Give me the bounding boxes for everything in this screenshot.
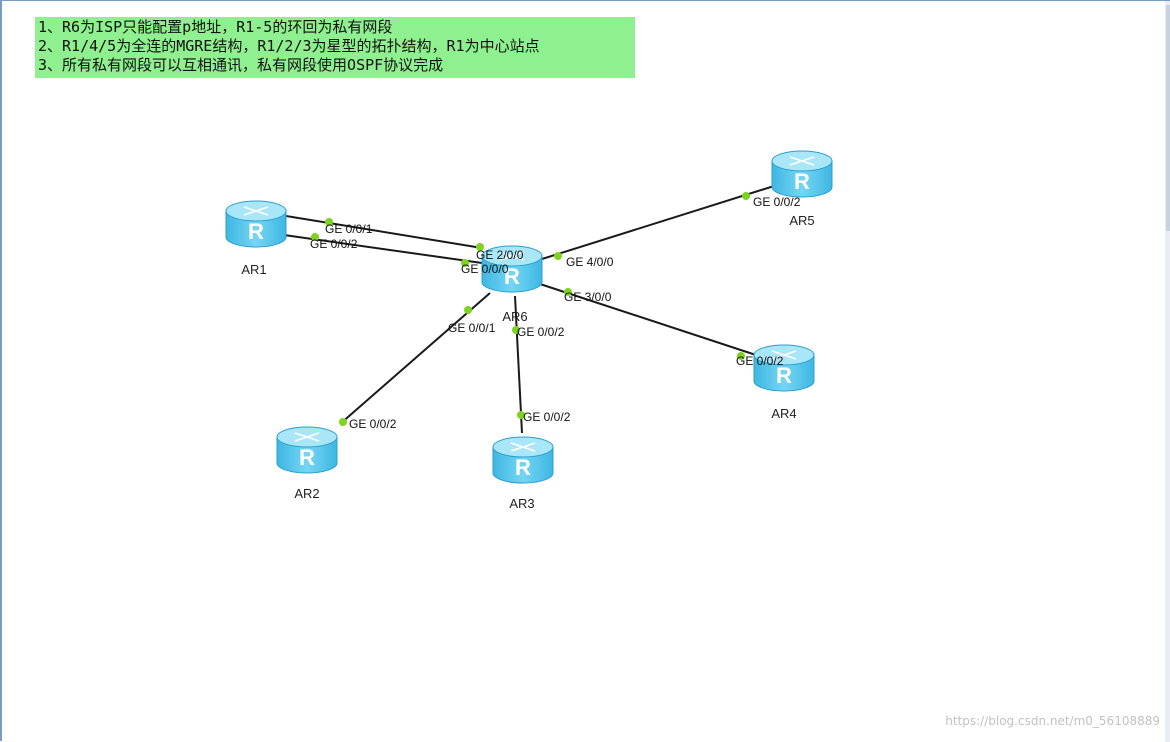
links-layer [283, 185, 775, 434]
port-label-ar6-ge300: GE 3/0/0 [564, 290, 612, 304]
router-ar3[interactable]: R AR3 [492, 436, 554, 511]
port-dot-ar6-ge001[interactable] [464, 306, 472, 314]
port-label-ar6-ge200: GE 2/0/0 [476, 248, 524, 262]
requirements-note[interactable]: 1、R6为ISP只能配置p地址，R1-5的环回为私有网段 2、R1/4/5为全连… [35, 17, 635, 78]
router-letter: R [794, 169, 810, 194]
port-dot-ar5-ge002[interactable] [742, 192, 750, 200]
link-ar3-ar6[interactable] [514, 295, 523, 434]
port-label-ar6-ge001: GE 0/0/1 [448, 321, 496, 335]
router-label-ar1: AR1 [241, 262, 266, 277]
router-label-ar4: AR4 [771, 406, 796, 421]
ports-layer: GE 0/0/1 GE 2/0/0 GE 0/0/2 GE 0/0/0 GE 0/0/2… [310, 192, 801, 431]
port-label-ar3-ge002: GE 0/0/2 [523, 410, 571, 424]
port-label-ar6-ge400: GE 4/0/0 [566, 255, 614, 269]
router-letter: R [776, 363, 792, 388]
router-letter: R [299, 445, 315, 470]
port-dot-ar6-ge400[interactable] [554, 252, 562, 260]
router-letter: R [248, 219, 264, 244]
router-label-ar6: AR6 [502, 309, 527, 324]
vertical-scrollbar[interactable] [1165, 1, 1170, 742]
router-label-ar3: AR3 [509, 496, 534, 511]
port-dot-ar2-ge002[interactable] [339, 418, 347, 426]
router-letter: R [504, 264, 520, 289]
port-label-ar1-ge001: GE 0/0/1 [325, 222, 373, 236]
router-ar2[interactable]: R AR2 [276, 426, 338, 501]
port-label-ar6-ge002: GE 0/0/2 [517, 325, 565, 339]
router-arrows-icon [294, 432, 320, 442]
port-label-ar5-ge002: GE 0/0/2 [753, 195, 801, 209]
port-dot-ar6-ge200[interactable] [476, 243, 484, 251]
link-ar5-ar6[interactable] [541, 185, 775, 260]
port-label-ar4-ge002: GE 0/0/2 [736, 354, 784, 368]
note-line-2: 2、R1/4/5为全连的MGRE结构，R1/2/3为星型的拓扑结构，R1为中心站… [38, 37, 540, 55]
router-ar5[interactable]: R AR5 [771, 150, 833, 228]
scrollbar-thumb[interactable] [1166, 5, 1170, 231]
port-dot-ar6-ge000[interactable] [461, 259, 469, 267]
port-dot-ar6-ge002[interactable] [512, 326, 520, 334]
link-ar1-ar6[interactable] [285, 215, 483, 249]
router-arrows-icon [510, 442, 536, 452]
router-ar1[interactable]: R AR1 [225, 200, 287, 277]
port-dot-ar1-ge002[interactable] [311, 233, 319, 241]
watermark: https://blog.csdn.net/m0_56108889 [945, 714, 1160, 728]
router-arrows-icon [243, 206, 269, 216]
port-dot-ar6-ge300[interactable] [564, 288, 572, 296]
note-line-3: 3、所有私有网段可以互相通讯，私有网段使用OSPF协议完成 [38, 56, 444, 74]
link-ar2-ar6[interactable] [339, 292, 491, 425]
port-dot-ar1-ge001[interactable] [325, 218, 333, 226]
router-arrows-icon [499, 251, 525, 261]
note-line-1: 1、R6为ISP只能配置p地址，R1-5的环回为私有网段 [38, 18, 393, 36]
port-dot-ar4-ge002[interactable] [737, 352, 745, 360]
router-letter: R [515, 455, 531, 480]
router-arrows-icon [771, 350, 797, 360]
router-ar4[interactable]: R AR4 [753, 344, 815, 421]
port-label-ar1-ge002: GE 0/0/2 [310, 237, 358, 251]
port-label-ar6-ge000: GE 0/0/0 [461, 262, 509, 276]
port-label-ar2-ge002: GE 0/0/2 [349, 417, 397, 431]
port-dot-ar3-ge002[interactable] [517, 411, 525, 419]
router-ar6[interactable]: R AR6 [481, 245, 543, 324]
link-ar4-ar6[interactable] [539, 283, 763, 358]
router-label-ar2: AR2 [294, 486, 319, 501]
router-arrows-icon [789, 156, 815, 166]
router-label-ar5: AR5 [789, 213, 814, 228]
